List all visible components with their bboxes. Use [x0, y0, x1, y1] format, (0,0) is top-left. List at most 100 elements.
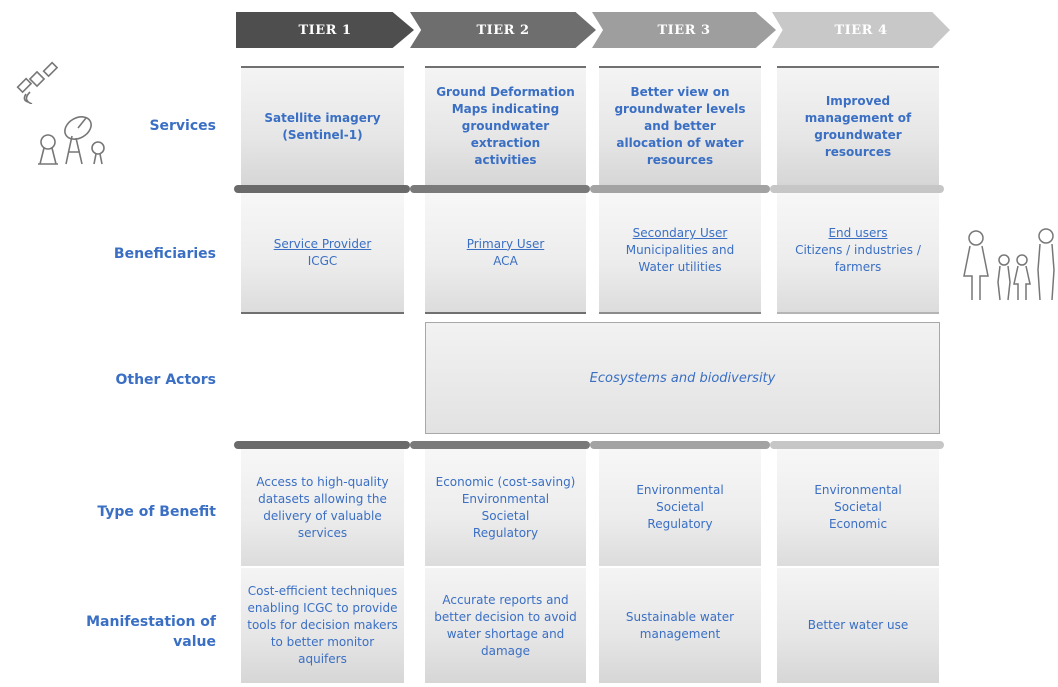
cell-line: water shortage and — [446, 626, 565, 641]
tier-1-header: TIER 1 — [236, 12, 414, 48]
beneficiary-detail: ICGC — [307, 253, 338, 268]
cell-line: Societal — [834, 500, 882, 514]
divider-bar-tier1 — [234, 441, 410, 449]
services-top-line — [777, 66, 939, 68]
tier-3-header: TIER 3 — [592, 12, 776, 48]
tier-3-label: TIER 3 — [657, 22, 711, 38]
cell-line: Sustainable water — [625, 609, 735, 624]
divider-bar-tier2 — [410, 185, 590, 193]
cell-line: Maps indicating — [451, 102, 560, 116]
services-cell-tier3: Better view on groundwater levels and bett… — [599, 68, 761, 185]
services-top-line — [241, 66, 404, 68]
tier-4-label: TIER 4 — [834, 22, 888, 38]
services-cell-tier4: Improved management of groundwater resource… — [777, 68, 939, 185]
cell-line: Cost-efficient techniques — [247, 584, 398, 598]
divider-bar-tier4 — [770, 441, 944, 449]
manifestation-cell-tier4: Better water use — [777, 568, 939, 683]
manifestation-cell-tier2: Accurate reports and better decision to a… — [425, 568, 586, 683]
tier-1-label: TIER 1 — [298, 22, 352, 38]
cell-line: aquifers — [298, 652, 347, 666]
beneficiary-title: Service Provider — [273, 236, 372, 251]
cell-line: resources — [824, 144, 892, 159]
row-label-services: Services — [149, 118, 216, 134]
other-actors-text: Ecosystems and biodiversity — [589, 370, 776, 386]
services-cell-tier1: Satellite imagery (Sentinel-1) — [241, 68, 404, 185]
cell-line: Regulatory — [472, 525, 539, 540]
row-label-beneficiaries: Beneficiaries — [113, 246, 216, 262]
row-label-manifestation-line1: Manifestation of — [86, 614, 216, 630]
manifestation-cell-tier3: Sustainable water management — [599, 568, 761, 683]
cell-line: Better water use — [807, 618, 909, 632]
cell-line: Environmental — [814, 483, 902, 497]
row-label-manifestation-line2: value — [173, 634, 216, 650]
beneficiary-detail: Municipalities and — [625, 243, 735, 257]
divider-bar-tier2 — [410, 441, 590, 449]
beneficiary-detail: Water utilities — [638, 260, 722, 274]
cell-line: better decision to avoid — [434, 609, 577, 624]
beneficiary-detail: Citizens / industries / — [795, 243, 921, 257]
cell-line: Ground Deformation — [436, 85, 575, 99]
beneficiaries-bottom-line — [599, 312, 761, 314]
beneficiaries-bottom-line — [241, 312, 404, 314]
cell-line: Environmental — [461, 491, 550, 506]
cell-line: Regulatory — [647, 517, 713, 531]
cell-line: delivery of valuable — [263, 508, 382, 523]
cell-line: services — [297, 525, 348, 540]
beneficiary-title: End users — [828, 226, 888, 240]
cell-line: groundwater — [814, 127, 902, 142]
cell-line: datasets allowing the — [258, 491, 387, 506]
satellite-icon — [16, 61, 59, 104]
cell-line: enabling ICGC to provide — [247, 601, 398, 615]
row-label-other-actors: Other Actors — [115, 372, 216, 388]
cell-line: tools for decision makers — [247, 618, 398, 632]
benefit-cell-tier1: Access to high-quality datasets allowing … — [241, 449, 404, 566]
tier-2-label: TIER 2 — [476, 22, 530, 38]
beneficiary-detail: farmers — [834, 260, 882, 274]
cell-line: groundwater extraction — [461, 119, 550, 150]
cell-line: Better view on — [630, 85, 730, 99]
cell-line: damage — [480, 643, 530, 658]
satellite-dish-icon — [38, 116, 105, 165]
manifestation-cell-tier1: Cost-efficient techniques enabling ICGC t… — [241, 568, 404, 683]
beneficiary-detail: ACA — [493, 253, 518, 268]
cell-line: Improved — [825, 93, 891, 108]
cell-line: Satellite imagery — [264, 110, 381, 125]
cell-line: and better — [644, 119, 716, 133]
services-top-line — [425, 66, 586, 68]
cell-line: Access to high-quality — [256, 474, 389, 489]
cell-line: (Sentinel-1) — [282, 127, 363, 142]
cell-line: Societal — [481, 508, 530, 523]
tier-2-header: TIER 2 — [410, 12, 596, 48]
row-label-manifestation-of-value: Manifestation of value — [86, 612, 216, 652]
cell-line: activities — [474, 153, 537, 167]
divider-bar-tier4 — [770, 185, 944, 193]
cell-line: Economic — [828, 517, 888, 531]
cell-line: Societal — [656, 500, 704, 514]
divider-bar-tier1 — [234, 185, 410, 193]
cell-line: management — [639, 626, 721, 641]
divider-bar-tier3 — [590, 441, 770, 449]
beneficiaries-bottom-line — [425, 312, 586, 314]
cell-line: resources — [646, 153, 714, 167]
row-label-type-of-benefit: Type of Benefit — [97, 504, 216, 520]
cell-line: management of — [804, 110, 912, 125]
cell-line: Accurate reports and — [442, 592, 569, 607]
divider-bar-tier3 — [590, 185, 770, 193]
cell-line: allocation of water — [616, 136, 744, 150]
beneficiary-title: Primary User — [466, 236, 545, 251]
family-icon — [963, 228, 1055, 301]
cell-line: Economic (cost-saving) — [435, 474, 576, 489]
cell-line: groundwater levels — [614, 102, 746, 116]
tier-4-header: TIER 4 — [772, 12, 950, 48]
other-actors-box: Ecosystems and biodiversity — [425, 322, 940, 434]
beneficiaries-bottom-line — [777, 312, 939, 314]
cell-line: Environmental — [636, 483, 724, 497]
